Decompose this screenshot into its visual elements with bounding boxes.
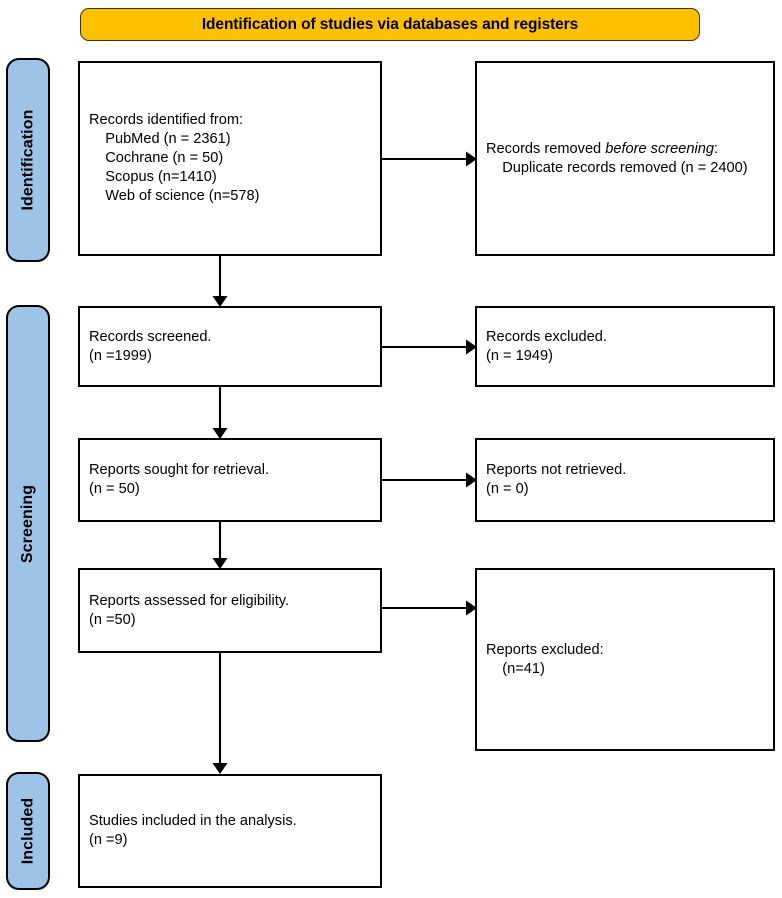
reports-sought-label: Reports sought for retrieval. [89, 462, 270, 479]
records-excluded-count: (n = 1949) [486, 347, 553, 364]
reports-excluded-label: Reports excluded: [486, 641, 604, 658]
records-identified-source-2: Cochrane (n = 50) [105, 150, 224, 167]
side-label-included: Included [6, 772, 50, 890]
box-reports-assessed-for-eligibility: Reports assessed for eligibility. (n =50) [78, 568, 382, 653]
records-identified-source-1: PubMed (n = 2361) [105, 131, 231, 148]
side-label-identification-text: Identification [19, 109, 36, 211]
box-reports-not-retrieved-text: Reports not retrieved. (n = 0) [477, 461, 635, 499]
records-identified-heading: Records identified from: [89, 112, 244, 129]
box-reports-sought-text: Reports sought for retrieval. (n = 50) [80, 461, 278, 499]
box-reports-sought-for-retrieval: Reports sought for retrieval. (n = 50) [78, 438, 382, 522]
box-records-identified-from: Records identified from: PubMed (n = 236… [78, 61, 382, 256]
box-reports-not-retrieved: Reports not retrieved. (n = 0) [475, 438, 775, 522]
box-studies-included-text: Studies included in the analysis. (n =9) [80, 812, 306, 850]
box-records-screened-text: Records screened. (n =1999) [80, 328, 221, 366]
side-label-screening: Screening [6, 305, 50, 742]
reports-sought-count: (n = 50) [89, 481, 140, 497]
records-removed-detail: Duplicate records removed (n = 2400) [502, 159, 748, 176]
records-removed-lead-italic: before screening [605, 140, 714, 157]
connector-screened-to-sought [212, 387, 228, 439]
box-reports-excluded-text: Reports excluded: (n=41) [477, 641, 613, 679]
box-studies-included-in-the-analysis: Studies included in the analysis. (n =9) [78, 774, 382, 888]
records-removed-lead-tail: : [713, 140, 719, 157]
box-reports-assessed-text: Reports assessed for eligibility. (n =50) [80, 592, 298, 630]
reports-excluded-count: (n=41) [502, 660, 545, 677]
reports-not-retrieved-count: (n = 0) [486, 481, 529, 497]
side-label-screening-text: Screening [19, 484, 37, 563]
studies-included-label: Studies included in the analysis. [89, 813, 297, 830]
reports-assessed-count: (n =50) [89, 611, 136, 628]
reports-assessed-label: Reports assessed for eligibility. [89, 592, 290, 609]
phase-banner-identification: Identification of studies via databases … [80, 8, 700, 41]
connector-assessed-to-included [212, 653, 228, 774]
box-records-excluded: Records excluded. (n = 1949) [475, 306, 775, 387]
connector-identified-to-screened [212, 256, 228, 307]
records-identified-source-4: Web of science (n=578) [105, 187, 260, 204]
records-removed-lead: Records removed [486, 140, 606, 157]
box-reports-excluded: Reports excluded: (n=41) [475, 568, 775, 751]
side-label-included-text: Included [19, 797, 36, 865]
records-identified-source-3: Scopus (n=1410) [105, 168, 217, 185]
connector-screened-to-excluded [382, 339, 477, 355]
box-records-screened: Records screened. (n =1999) [78, 306, 382, 387]
records-screened-count: (n =1999) [89, 347, 152, 364]
records-screened-label: Records screened. [89, 328, 212, 345]
side-label-identification: Identification [6, 58, 50, 262]
studies-included-count: (n =9) [89, 832, 128, 848]
records-excluded-label: Records excluded. [486, 328, 607, 345]
connector-sought-to-assessed [212, 522, 228, 569]
box-records-removed-before-screening: Records removed before screening: Duplic… [475, 61, 775, 256]
reports-not-retrieved-label: Reports not retrieved. [486, 462, 627, 479]
box-records-removed-text: Records removed before screening: Duplic… [477, 140, 757, 178]
connector-sought-to-not-retrieved [382, 472, 477, 488]
connector-identified-to-removed [382, 151, 477, 167]
connector-assessed-to-excluded [382, 600, 477, 616]
box-records-excluded-text: Records excluded. (n = 1949) [477, 328, 616, 366]
box-records-identified-from-text: Records identified from: PubMed (n = 236… [80, 111, 269, 206]
